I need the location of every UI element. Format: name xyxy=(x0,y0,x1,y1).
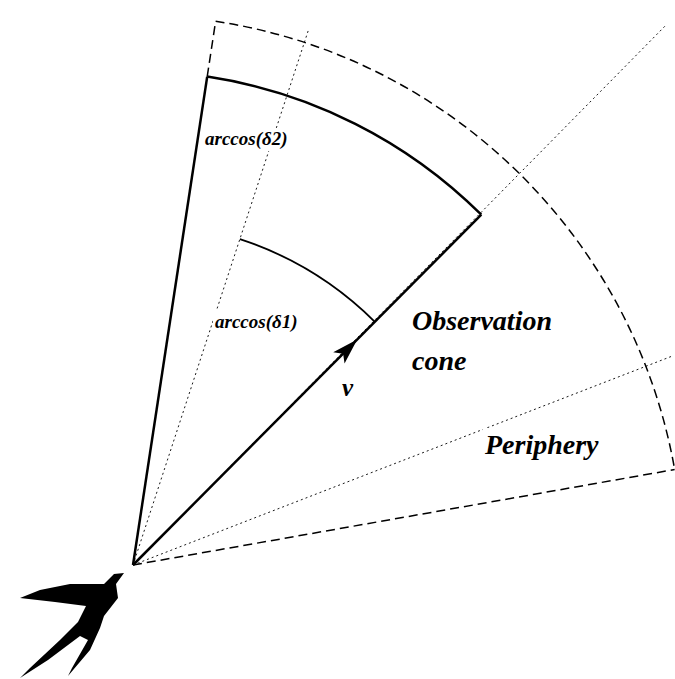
velocity-arrowhead xyxy=(333,340,357,364)
region-label: Observation cone xyxy=(410,301,589,381)
angle-arc xyxy=(240,239,375,322)
angle-label: arccos(δ2) xyxy=(203,128,290,151)
bird-silhouette xyxy=(20,573,124,678)
vector-label: v xyxy=(340,373,355,403)
guide-line xyxy=(133,355,674,565)
guide-line xyxy=(133,28,309,565)
region-label: Periphery xyxy=(483,428,601,462)
angle-label: arccos(δ1) xyxy=(213,311,300,334)
cone-boundary xyxy=(133,215,481,565)
guide-line xyxy=(133,24,667,565)
cone-boundary xyxy=(133,77,207,565)
periphery-arc xyxy=(216,21,675,469)
periphery-boundary xyxy=(207,21,215,76)
